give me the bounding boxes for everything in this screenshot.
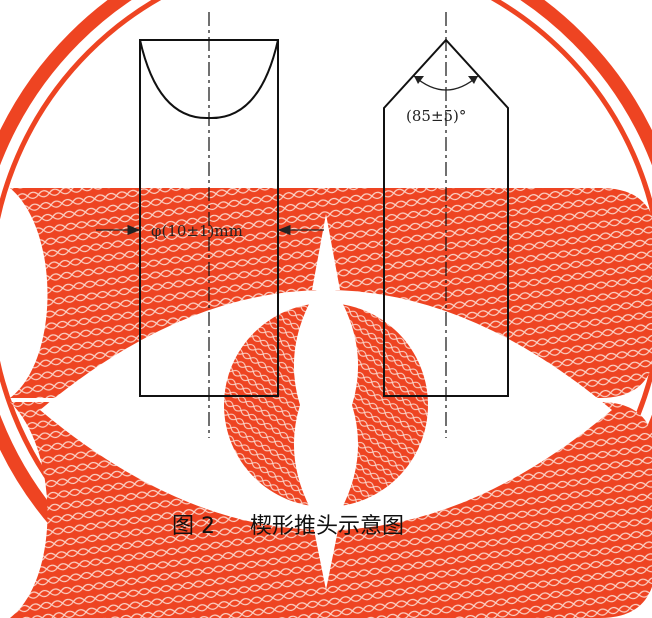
caption-number: 图 2 bbox=[172, 514, 215, 539]
diameter-label: φ(10±1)mm bbox=[151, 222, 243, 240]
angle-label: (85±5)° bbox=[406, 107, 466, 125]
caption-title: 楔形推头示意图 bbox=[250, 514, 404, 539]
figure-caption: 图 2 楔形推头示意图 bbox=[172, 514, 404, 539]
round-end-pusher: φ(10±1)mm bbox=[96, 12, 324, 438]
wedge-end-pusher: (85±5)° bbox=[383, 12, 509, 438]
